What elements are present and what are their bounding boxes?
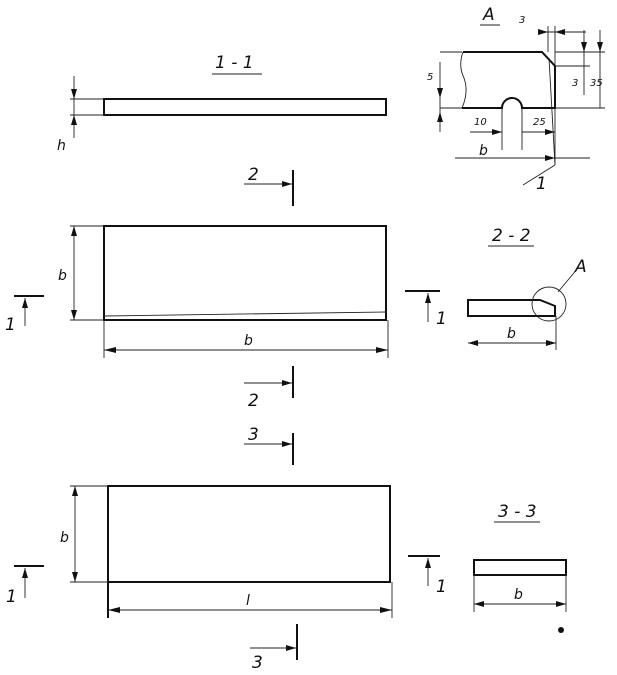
dim-3-right-label: 3 xyxy=(572,78,578,89)
detail-a-outline xyxy=(462,51,556,109)
cut-marker-2-bottom: 2 xyxy=(244,366,294,411)
plan-view-bottom: b l 1 1 xyxy=(6,485,447,618)
plan-view-top: b b 1 1 xyxy=(5,225,447,358)
h-arrow-top xyxy=(71,89,77,99)
cut-1b-right-label: 1 xyxy=(436,577,447,597)
detail-a-b-arrow xyxy=(545,155,555,161)
section-1-1-view: 1 - 1 h xyxy=(57,53,387,154)
cut-3-top-arrowhead xyxy=(282,441,292,447)
l2-arrow-left xyxy=(108,607,120,613)
section-2-2-b-label: b xyxy=(507,326,516,342)
dim-3-top-arrow-b xyxy=(555,29,565,35)
section-3-3-b-label: b xyxy=(514,587,523,603)
cut-1b-right-arrowhead xyxy=(425,558,431,568)
dim-3-right-arrow xyxy=(581,42,587,52)
cut-1-left-label: 1 xyxy=(5,315,16,335)
section-2-2-b-arrow-left xyxy=(468,340,478,346)
cut-1-right-arrowhead xyxy=(425,293,431,303)
detail-a-circle xyxy=(531,286,567,322)
h-dimension-label: h xyxy=(57,138,66,154)
cut-1b-left-arrowhead xyxy=(22,568,28,578)
dim-10-label: 10 xyxy=(474,117,487,128)
cut-2-bottom-arrowhead xyxy=(282,380,292,386)
b-arrow-bottom xyxy=(71,310,77,320)
section-3-3-profile xyxy=(473,559,567,576)
l-arrow-right xyxy=(376,347,388,353)
b-dimension-label-1: b xyxy=(58,268,67,284)
section-2-2-title: 2 - 2 xyxy=(492,226,531,246)
cut-3-bottom-arrowhead xyxy=(286,645,296,651)
cut-2-top-arrowhead xyxy=(282,181,292,187)
leader-1-shelf xyxy=(522,164,556,186)
cut-marker-3-bottom: 3 xyxy=(250,624,298,673)
detail-a-view: A 3 3 35 5 10 25 xyxy=(427,5,605,194)
dim-5-arrow-a xyxy=(437,88,443,98)
l-dimension-label-2: l xyxy=(246,593,250,609)
cut-3-bottom-label: 3 xyxy=(252,653,263,673)
plate-plan-outline xyxy=(103,225,387,321)
detail-a-break-line xyxy=(460,51,467,109)
detail-a-title: A xyxy=(482,5,495,25)
detail-a-leader xyxy=(557,267,579,293)
l2-arrow-right xyxy=(380,607,392,613)
section-3-3-b-arrow-right xyxy=(556,601,566,607)
cut-marker-3-top: 3 xyxy=(244,425,294,465)
b2-arrow-top xyxy=(72,486,78,496)
cut-1-left-arrowhead xyxy=(22,298,28,308)
l-arrow-left xyxy=(104,347,116,353)
b-dimension-label-2: b xyxy=(60,530,69,546)
section-3-3-b-arrow-left xyxy=(474,601,484,607)
dim-35-label: 35 xyxy=(590,78,603,89)
dim-10-arrow xyxy=(492,129,502,135)
plate-bevel-edge xyxy=(103,311,387,317)
section-1-1-title: 1 - 1 xyxy=(215,53,254,73)
cut-1b-left-label: 1 xyxy=(6,587,17,607)
section-2-2-b-arrow-right xyxy=(546,340,556,346)
leader-1-label: 1 xyxy=(536,174,547,194)
section-1-1-profile xyxy=(103,98,387,116)
cut-2-top-label: 2 xyxy=(248,165,259,185)
dim-25-label: 25 xyxy=(533,117,546,128)
b2-arrow-bottom xyxy=(72,572,78,582)
leader-1-line xyxy=(548,57,556,166)
detail-a-callout-label: A xyxy=(574,257,587,277)
section-2-2-profile xyxy=(467,299,556,317)
dim-5-label: 5 xyxy=(427,72,433,83)
h-arrow-bottom xyxy=(71,115,77,125)
cut-3-top-label: 3 xyxy=(248,425,259,445)
dim-3-top-arrow-a xyxy=(538,29,548,35)
section-3-3-view: 3 - 3 b xyxy=(473,502,567,633)
cut-1-right-label: 1 xyxy=(436,309,447,329)
dim-25-arrow xyxy=(545,129,555,135)
plate-plan-outline-2 xyxy=(107,485,391,583)
detail-a-b-label: b xyxy=(479,143,488,159)
section-2-2-view: 2 - 2 A b xyxy=(467,226,587,350)
cut-marker-2-top: 2 xyxy=(244,165,294,206)
dim-5-arrow-b xyxy=(437,112,443,122)
l-dimension-label-1: b xyxy=(244,333,253,349)
b-arrow-top xyxy=(71,226,77,236)
section-3-3-title: 3 - 3 xyxy=(498,502,537,522)
dim-35-arrow xyxy=(597,42,603,52)
dim-3-top-label: 3 xyxy=(519,15,525,26)
cut-2-bottom-label: 2 xyxy=(248,391,259,411)
stray-dot-mark xyxy=(558,627,564,633)
